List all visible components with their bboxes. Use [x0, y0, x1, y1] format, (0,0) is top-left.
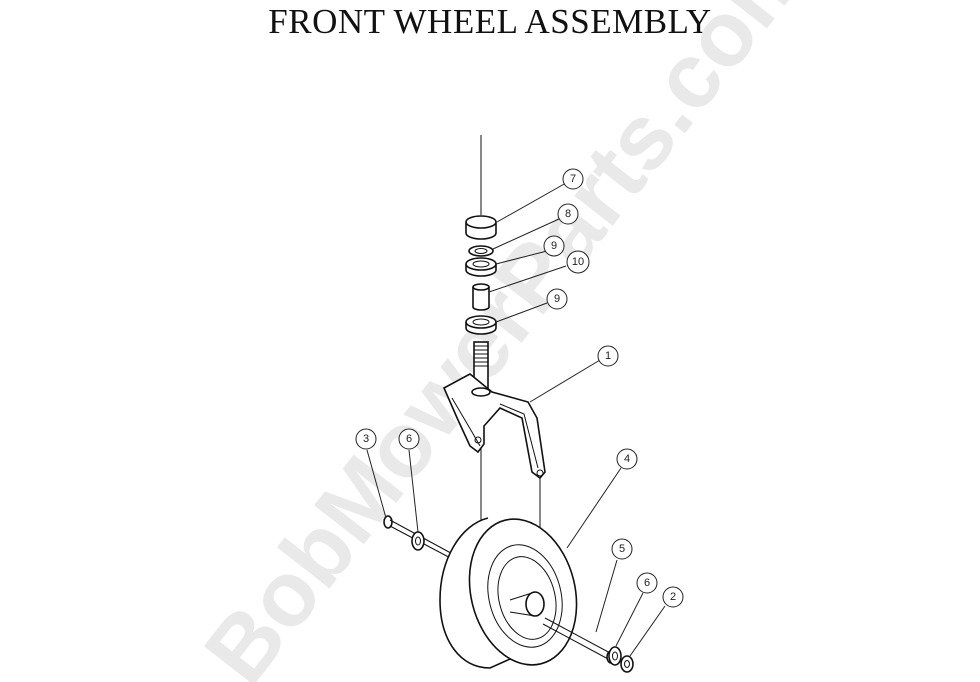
callout-1: 1: [597, 345, 619, 367]
wheel-fork-part: [442, 341, 546, 480]
right-spacer-washer-part: [608, 646, 622, 666]
diagram-title: FRONT WHEEL ASSEMBLY: [268, 2, 712, 41]
svg-text:5: 5: [619, 543, 625, 555]
svg-text:9: 9: [554, 293, 560, 305]
callout-6-right: 6: [636, 572, 658, 594]
upper-bearing-part: [465, 257, 497, 277]
seal-part: [468, 245, 494, 257]
callout-10: 10: [566, 250, 590, 274]
callout-4: 4: [616, 448, 638, 470]
callout-7: 7: [562, 168, 584, 190]
callout-8: 8: [557, 203, 579, 225]
lower-bearing-part: [465, 315, 497, 335]
leader-lines: [366, 182, 666, 657]
svg-text:6: 6: [644, 577, 650, 589]
callout-9-lower: 9: [546, 288, 568, 310]
callout-9-upper: 9: [543, 235, 565, 257]
wheel-tire-part: [439, 517, 578, 669]
dust-cap-part: [465, 215, 497, 240]
svg-text:9: 9: [551, 240, 557, 252]
svg-text:2: 2: [670, 591, 676, 603]
svg-text:10: 10: [572, 256, 584, 268]
spacer-tube-part: [472, 283, 490, 311]
left-spacer-washer-part: [411, 531, 425, 551]
svg-text:8: 8: [565, 208, 571, 220]
svg-text:3: 3: [363, 433, 369, 445]
svg-text:1: 1: [605, 350, 611, 362]
svg-text:6: 6: [406, 433, 412, 445]
callout-5: 5: [611, 538, 633, 560]
callout-3: 3: [355, 428, 377, 450]
svg-text:7: 7: [570, 173, 576, 185]
callout-6-left: 6: [398, 428, 420, 450]
svg-text:4: 4: [624, 453, 630, 465]
callout-2: 2: [662, 586, 684, 608]
lock-nut-part: [620, 655, 634, 673]
